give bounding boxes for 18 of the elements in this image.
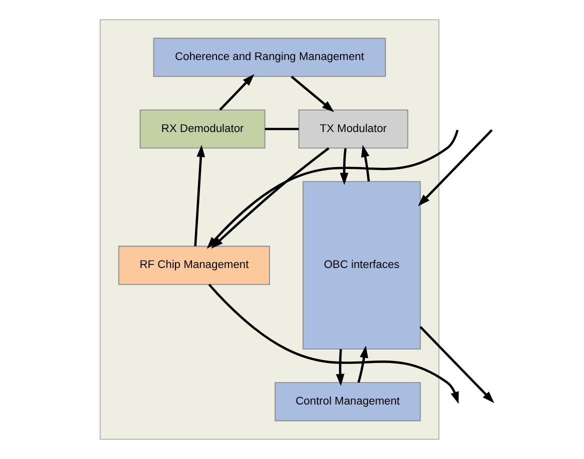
- node-box: Coherence and Ranging Management: [152, 38, 386, 77]
- arrow: [290, 76, 334, 112]
- arrow: [194, 144, 205, 246]
- arrow: [360, 144, 370, 182]
- arrow: [418, 326, 494, 404]
- cluster: [99, 19, 439, 440]
- connector: [264, 128, 298, 130]
- arrow: [218, 74, 254, 111]
- node-box: OBC interfaces: [302, 181, 420, 350]
- node-box: Control Management: [274, 382, 420, 422]
- arrow: [335, 349, 344, 386]
- arrow: [356, 346, 368, 383]
- node-box: RX Demodulator: [139, 109, 265, 149]
- node-box: TX Modulator: [298, 109, 408, 149]
- arrow: [417, 129, 492, 206]
- arrow: [208, 284, 458, 404]
- arrow: [339, 148, 348, 185]
- node-box: RF Chip Management: [118, 246, 270, 285]
